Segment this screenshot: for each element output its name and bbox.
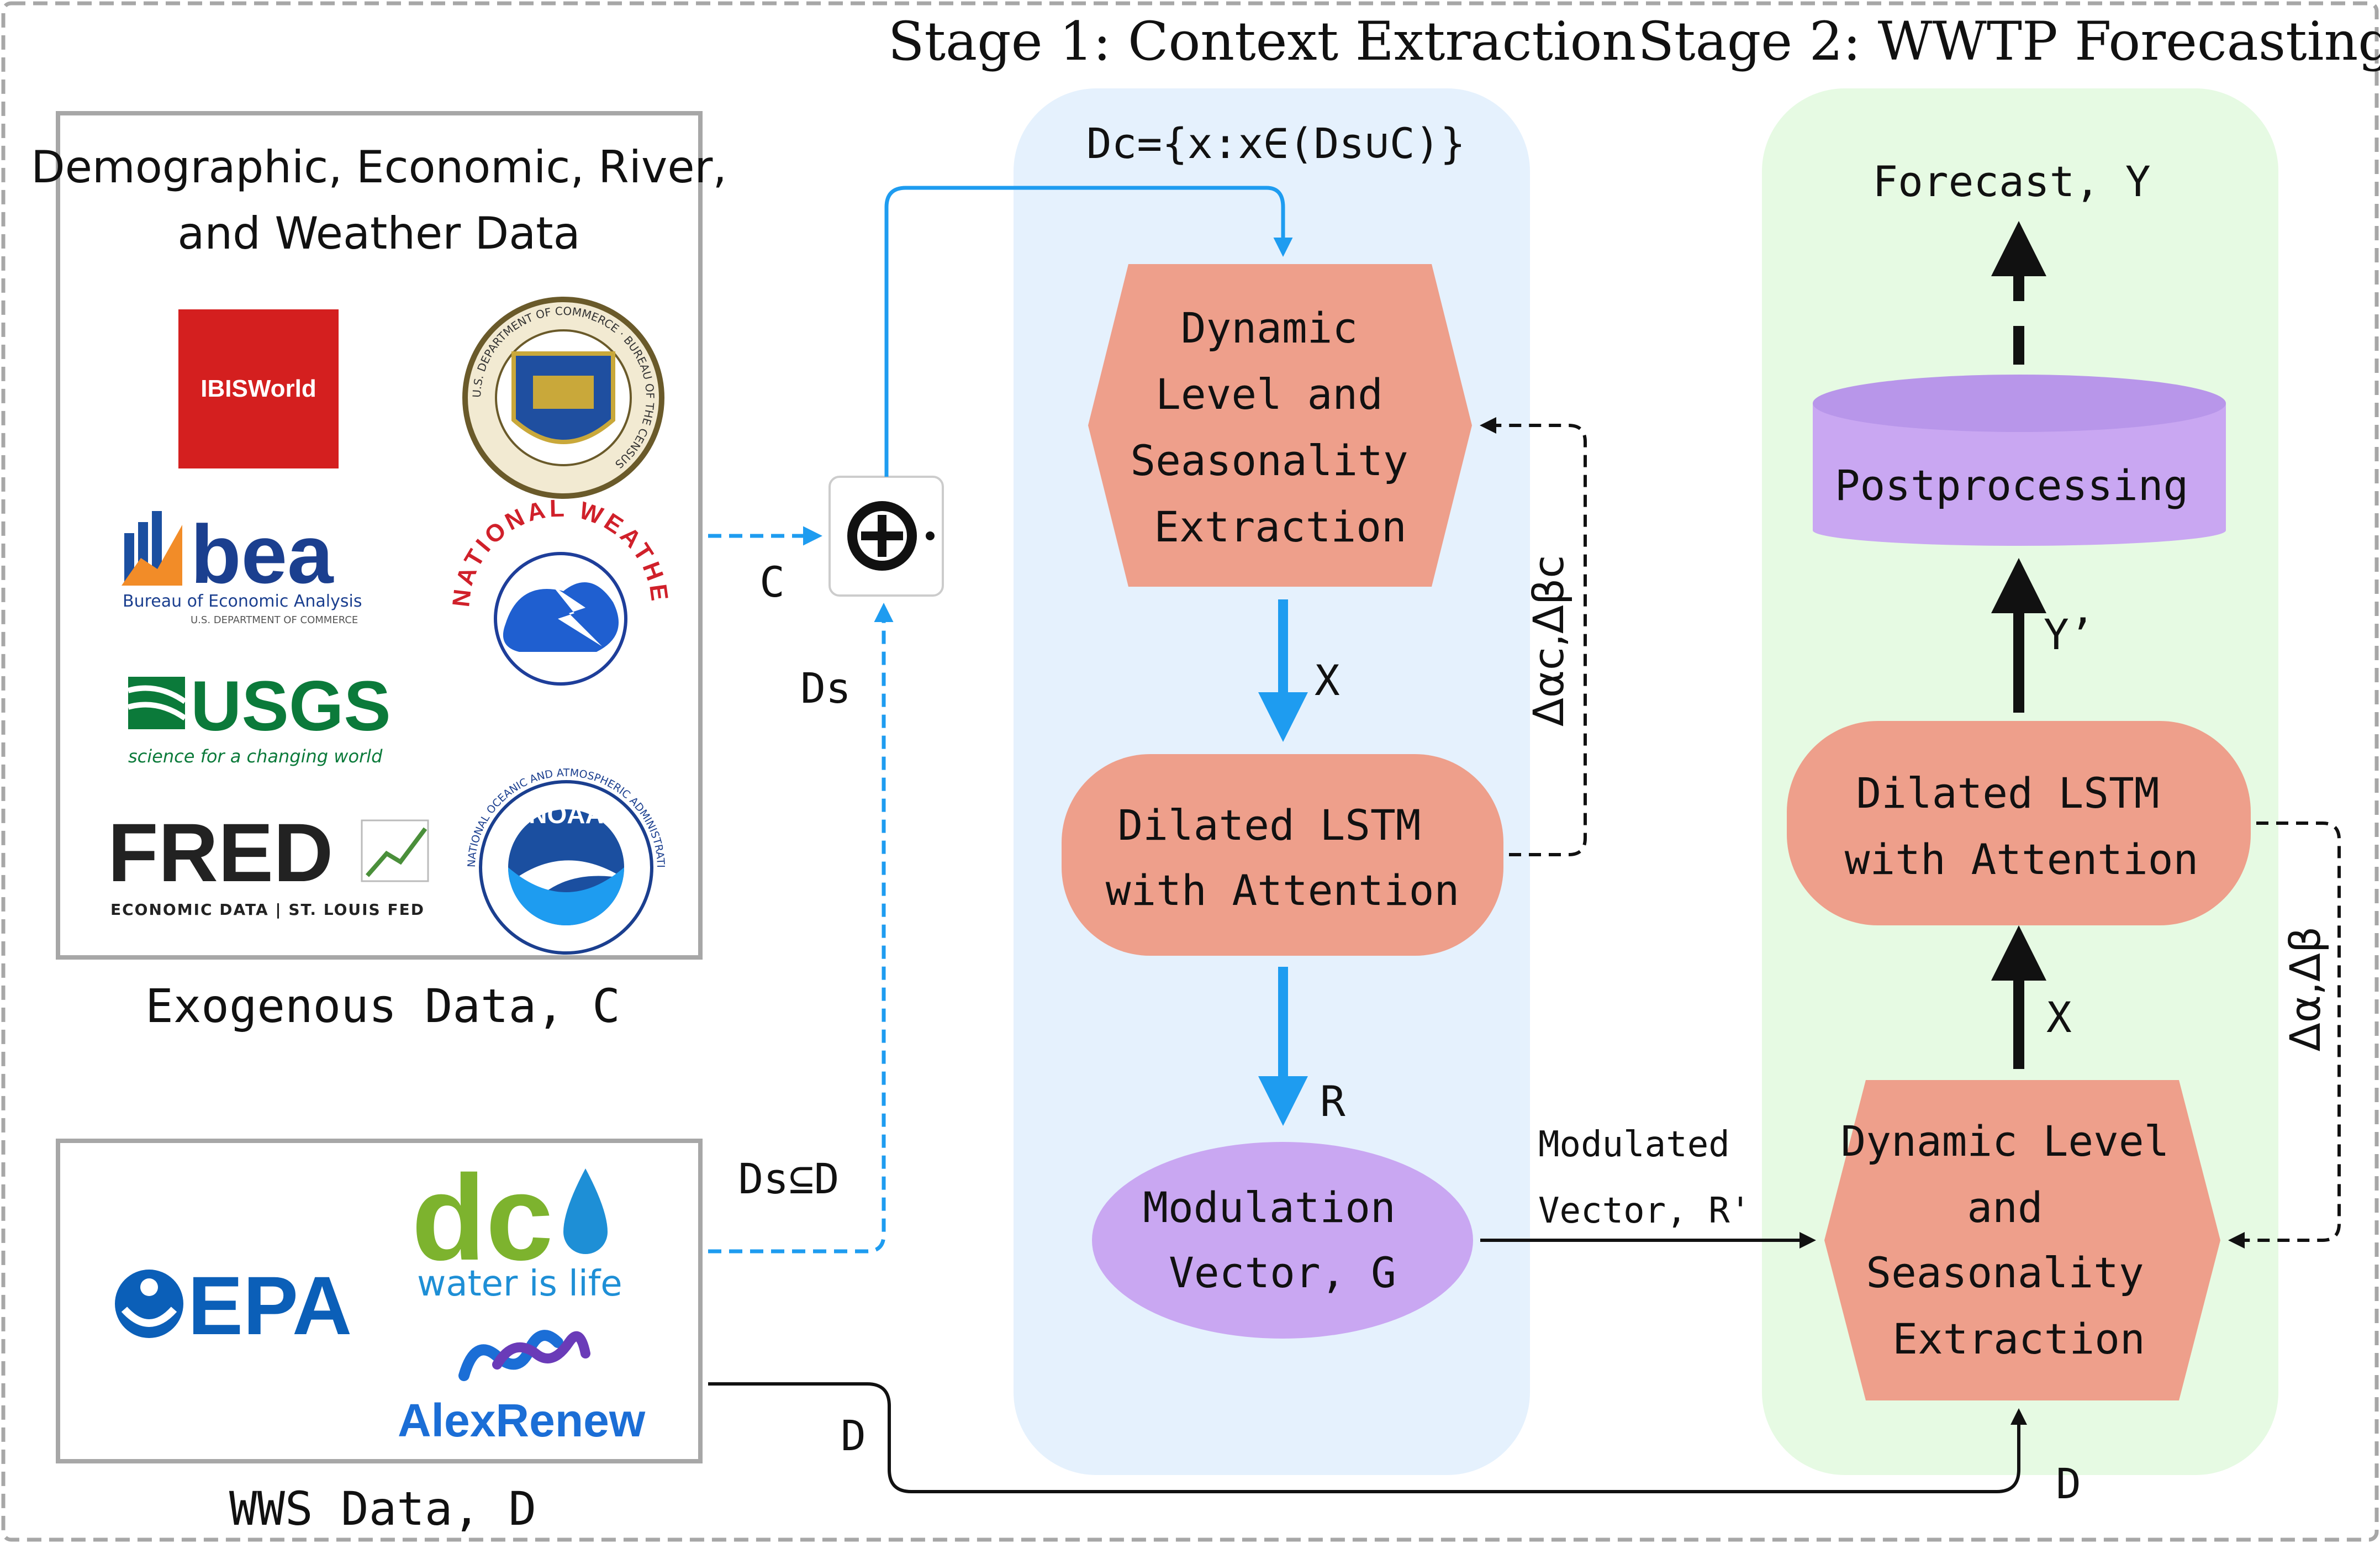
mod-line1: Modulation: [1143, 1183, 1396, 1232]
exogenous-caption: Exogenous Data, C: [145, 979, 620, 1033]
label-ds-subset: Ds⊆D: [738, 1154, 839, 1203]
svg-text:Dynamic: Dynamic: [1181, 303, 1358, 352]
epa-logo: EPA: [115, 1259, 352, 1352]
svg-text:Seasonality: Seasonality: [1130, 436, 1408, 485]
wws-caption: WWS Data, D: [229, 1482, 536, 1536]
s1-dynamic-extraction-block: [1088, 264, 1472, 587]
svg-text:FRED: FRED: [108, 806, 333, 899]
svg-text:Level and: Level and: [1155, 370, 1383, 419]
label-c: C: [759, 557, 785, 607]
svg-text:Extraction: Extraction: [1154, 502, 1407, 551]
label-d2: D: [2056, 1459, 2081, 1508]
label-x1: X: [1315, 656, 1340, 705]
modulation-vector-block: [1092, 1142, 1473, 1339]
exogenous-header-line2: and Weather Data: [177, 208, 580, 259]
s1-lstm-block: [1062, 754, 1503, 956]
post-label: Postprocessing: [1835, 461, 2189, 510]
svg-text:Seasonality: Seasonality: [1866, 1248, 2144, 1297]
label-x2: X: [2046, 993, 2072, 1042]
concat-operator: [828, 476, 944, 597]
census-bureau-seal: U.S. DEPARTMENT OF COMMERCE · BUREAU OF …: [462, 297, 664, 499]
svg-text:and: and: [1967, 1183, 2043, 1232]
svg-text:science for a changing world: science for a changing world: [128, 746, 383, 767]
label-y-prime: Y’: [2044, 610, 2094, 659]
s2-lstm-line2: with Attention: [1845, 835, 2199, 884]
svg-text:EPA: EPA: [188, 1259, 352, 1352]
mod-line2: Vector, G: [1169, 1248, 1396, 1297]
svg-text:USGS: USGS: [191, 667, 391, 746]
s1-dynamic-text: Dynamic Level and Seasonality Extraction: [1130, 303, 1408, 551]
svg-text:Dynamic Level: Dynamic Level: [1841, 1117, 2170, 1166]
label-r: R: [1320, 1077, 1345, 1126]
label-d1: D: [841, 1411, 866, 1460]
stage2-title: Stage 2: WWTP Forecasting: [1638, 10, 2380, 72]
svg-text:dc: dc: [411, 1150, 553, 1286]
usgs-logo: USGS science for a changing world: [127, 667, 391, 767]
svg-text:Extraction: Extraction: [1892, 1314, 2145, 1363]
label-ds: Ds: [800, 663, 851, 713]
svg-text:bea: bea: [191, 508, 334, 601]
svg-text:IBISWorld: IBISWorld: [200, 375, 316, 402]
svg-text:U.S. DEPARTMENT OF COMMERCE: U.S. DEPARTMENT OF COMMERCE: [191, 614, 358, 626]
label-delta: Δα,Δβ: [2281, 926, 2330, 1052]
label-dc-set: Dc={x:x∈(Ds∪C)}: [1086, 119, 1465, 168]
ibisworld-logo: IBISWorld: [178, 309, 339, 468]
alexrenew-logo: AlexRenew: [398, 1330, 646, 1446]
s2-dynamic-extraction-block: [1824, 1080, 2220, 1400]
label-modulated-line2: Vector, R': [1538, 1191, 1751, 1231]
arrow-s1-feedback: [1480, 417, 1587, 856]
arrow-ds-to-concat: [708, 603, 894, 1254]
svg-text:NOAA: NOAA: [529, 800, 603, 829]
stage1-title: Stage 1: Context Extraction: [888, 10, 1637, 72]
s2-lstm-line1: Dilated LSTM: [1856, 768, 2159, 818]
fred-logo: FRED ECONOMIC DATA | ST. LOUIS FED: [108, 806, 429, 919]
label-delta-c: Δαc,Δβc: [1524, 555, 1573, 726]
svg-text:water is life: water is life: [417, 1263, 622, 1304]
label-forecast: Forecast, Y: [1872, 157, 2150, 206]
arrow-wws-to-s2-dynamic: [708, 1382, 2027, 1493]
svg-text:Bureau of Economic Analysis: Bureau of Economic Analysis: [123, 592, 362, 611]
arrow-concat-to-dynamic: [884, 186, 1293, 477]
label-modulated-line1: Modulated: [1538, 1124, 1730, 1165]
dc-water-logo: dc water is life: [411, 1150, 622, 1304]
s1-lstm-line2: with Attention: [1106, 866, 1460, 915]
svg-text:ECONOMIC DATA | ST. LOUIS FE: ECONOMIC DATA | ST. LOUIS FED: [110, 900, 425, 919]
s2-lstm-block: [1787, 721, 2251, 925]
s1-lstm-line1: Dilated LSTM: [1117, 801, 1421, 850]
s2-dynamic-text: Dynamic Level and Seasonality Extraction: [1841, 1117, 2170, 1363]
svg-text:AlexRenew: AlexRenew: [398, 1394, 646, 1446]
postprocessing-block: [1813, 375, 2226, 546]
arrow-s2-feedback: [2228, 821, 2341, 1249]
exogenous-header-line1: Demographic, Economic, River,: [31, 141, 727, 193]
bea-logo: bea Bureau of Economic Analysis U.S. DEP…: [122, 508, 362, 626]
